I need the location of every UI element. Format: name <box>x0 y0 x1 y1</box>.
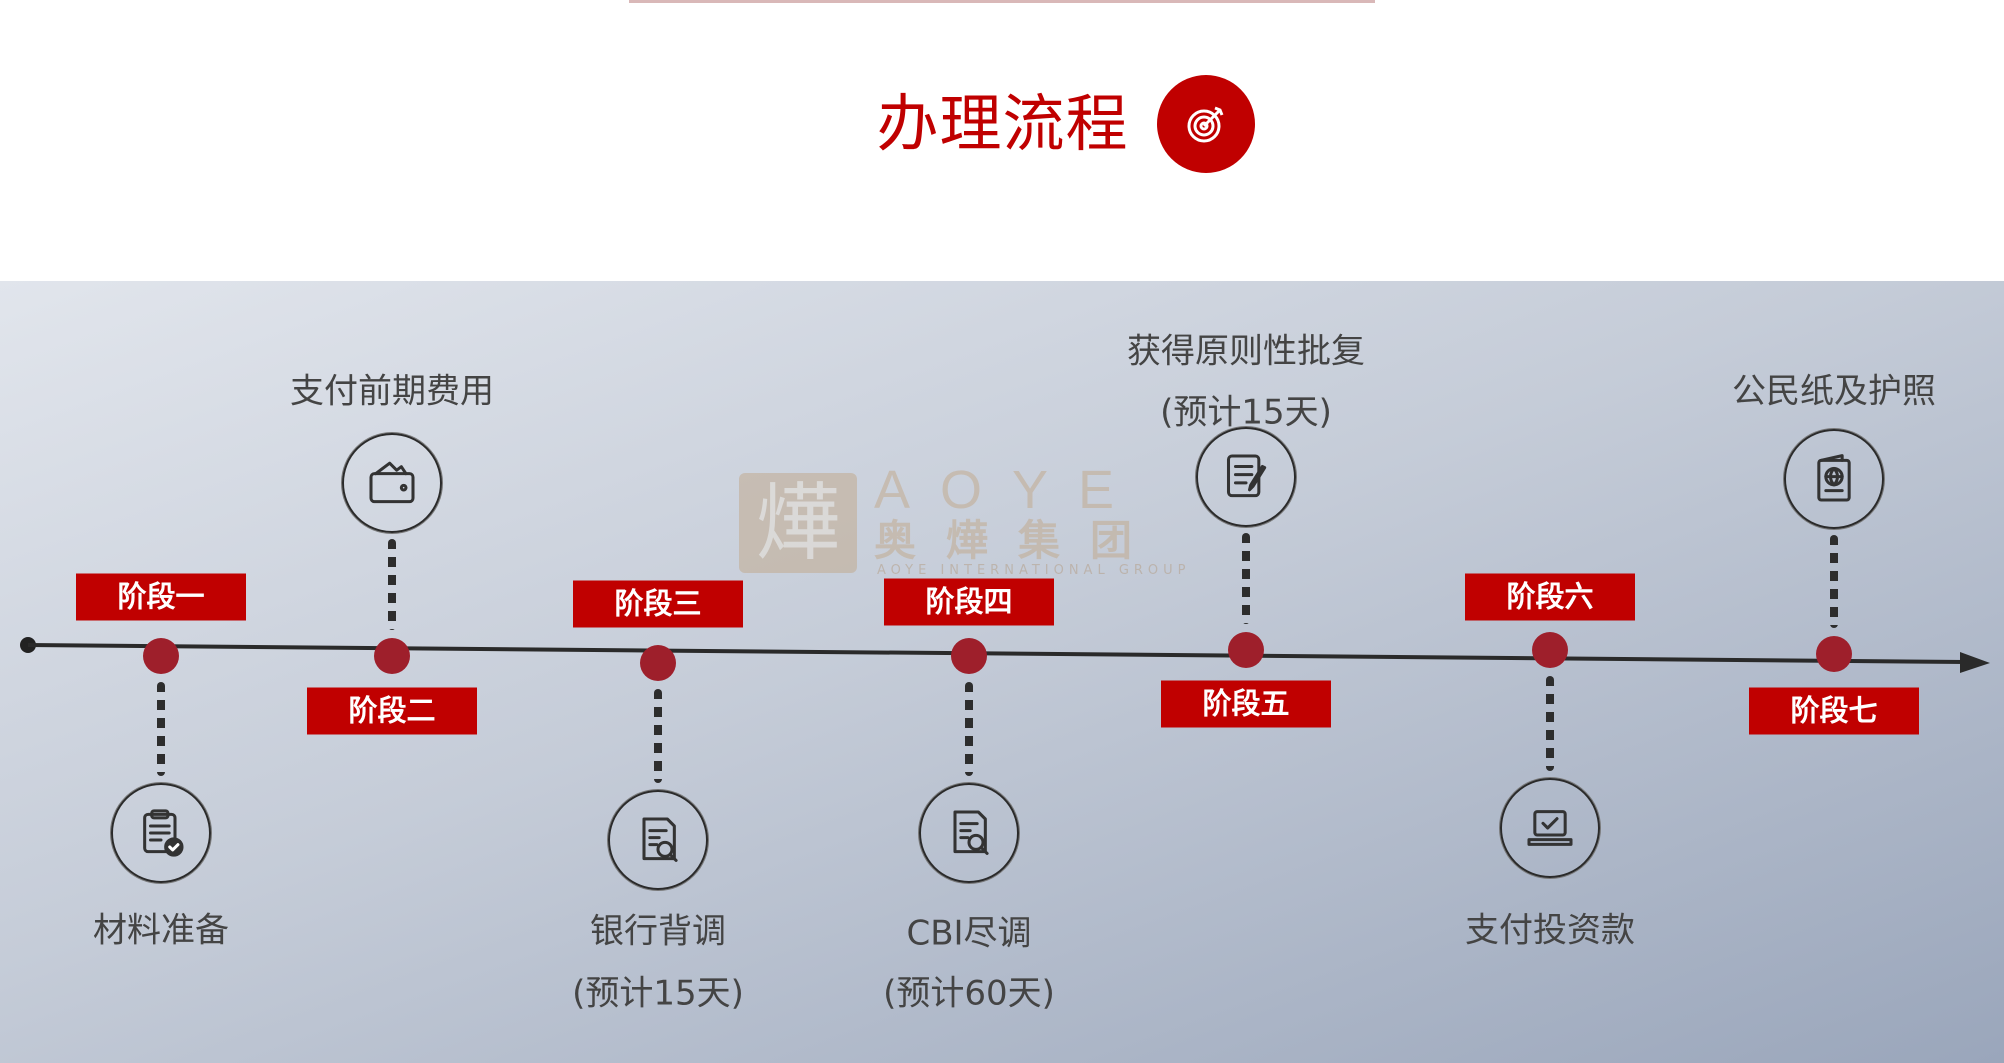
connector-line <box>388 539 396 630</box>
stage-dot[interactable] <box>1228 632 1264 668</box>
stage-dot[interactable] <box>143 638 179 674</box>
stage-dot[interactable] <box>951 638 987 674</box>
arrow-head-icon <box>1960 652 1990 673</box>
connector-line <box>654 689 662 783</box>
stage-label: 阶段七 <box>1749 687 1919 735</box>
stage-label: 阶段四 <box>884 578 1054 626</box>
connector-line <box>965 682 973 776</box>
clipboard-check-icon <box>111 783 211 883</box>
stage-dot[interactable] <box>640 645 676 681</box>
page-title: 办理流程 <box>876 87 1129 160</box>
laptop-check-icon <box>1500 778 1600 878</box>
stage-label: 阶段二 <box>307 687 477 735</box>
stage-title: 支付投资款 <box>1465 910 1635 951</box>
stage-title: 获得原则性批复 <box>1127 331 1365 372</box>
logo-subtitle: AOYE INTERNATIONAL GROUP <box>877 563 1191 578</box>
connector-line <box>1830 535 1838 628</box>
stage-label: 阶段三 <box>573 580 743 628</box>
stage-title: 支付前期费用 <box>290 371 494 412</box>
connector-line <box>1546 676 1554 771</box>
logo-brand-cn: 奥燁集团 <box>874 516 1163 565</box>
stage-label: 阶段一 <box>76 573 246 621</box>
document-search-icon <box>608 790 708 890</box>
connector-line <box>1242 533 1250 624</box>
watermark-logo: 燁 AOYE 奥燁集团 AOYE INTERNATIONAL GROUP <box>739 463 1191 591</box>
wallet-icon <box>342 433 442 533</box>
timeline-background <box>0 281 2004 1063</box>
stage-title: 银行背调 <box>590 911 726 952</box>
stage-duration: (预计15天) <box>572 973 744 1014</box>
stage-title: CBI尽调 <box>906 913 1032 954</box>
logo-brand-en: AOYE <box>874 460 1145 520</box>
document-edit-icon <box>1196 427 1296 527</box>
stage-label: 阶段六 <box>1465 573 1635 621</box>
stage-dot[interactable] <box>1816 636 1852 672</box>
stage-title: 材料准备 <box>93 910 229 951</box>
stage-dot[interactable] <box>1532 632 1568 668</box>
document-search-icon <box>919 783 1019 883</box>
top-accent-line <box>629 0 1375 3</box>
stage-dot[interactable] <box>374 638 410 674</box>
stage-duration: (预计15天) <box>1160 392 1332 433</box>
target-icon <box>1157 75 1255 173</box>
logo-seal: 燁 <box>739 473 857 573</box>
passport-icon <box>1784 429 1884 529</box>
connector-line <box>157 682 165 776</box>
stage-title: 公民纸及护照 <box>1732 371 1936 412</box>
stage-label: 阶段五 <box>1161 680 1331 728</box>
stage-duration: (预计60天) <box>883 973 1055 1014</box>
